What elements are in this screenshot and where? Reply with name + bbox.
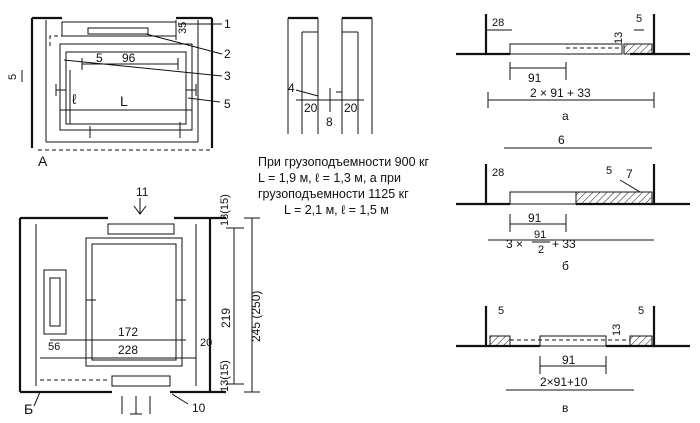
- sa-door: [509, 43, 623, 55]
- sub-label-b: б: [562, 259, 569, 273]
- label-l: ℓ: [72, 91, 77, 107]
- note-block: При грузоподъемности 900 кг L = 1,9 м, ℓ…: [258, 155, 429, 217]
- sub-label-v: в: [562, 401, 568, 415]
- sb-formula-den: 2: [538, 244, 544, 256]
- note-line-2: L = 1,9 м, ℓ = 1,3 м, а при: [258, 171, 401, 185]
- b-cab-inner: [91, 243, 177, 361]
- sv-hatch-l: [489, 335, 511, 347]
- callout-1: 1: [224, 17, 231, 31]
- sv-5-left: 5: [498, 305, 504, 317]
- cab-inner-a: [65, 51, 187, 125]
- sb-formula-num: 91: [534, 229, 546, 241]
- sb-formula-post: + 33: [552, 237, 576, 251]
- sa-formula: 2 × 91 + 33: [530, 86, 591, 100]
- section-a: 28 13 5 91 2 × 91 + 33 а: [456, 13, 690, 123]
- b-245-label: 245 (250): [249, 291, 263, 342]
- callout-3: 3: [224, 69, 231, 83]
- callout-5: 5: [224, 97, 231, 111]
- figure-label-a: А: [38, 153, 48, 169]
- b-arrow-11-head: [133, 205, 147, 215]
- b-219-label: 219: [219, 308, 233, 328]
- guide-dash-a: [49, 35, 64, 46]
- sa-91-label: 91: [528, 71, 542, 85]
- side-detail: 4 20 20 8: [287, 16, 373, 134]
- cab-outline-a: [59, 43, 193, 131]
- leader-3: [63, 59, 223, 77]
- dim-96-label: 96: [122, 51, 136, 65]
- b-counterweight: [43, 269, 67, 335]
- sb-formula-pre: 3 ×: [506, 237, 523, 251]
- b-172-label: 172: [118, 325, 138, 339]
- callout-10: 10: [192, 401, 206, 415]
- sv-5-right: 5: [638, 305, 644, 317]
- sub-label-a: а: [562, 109, 569, 123]
- callout-2: 2: [224, 47, 231, 61]
- sa-28-label: 28: [492, 17, 504, 29]
- leader-10: [171, 393, 189, 405]
- plan-b: 172 228 56 20 219 245 (250) 13(15) 13(15…: [18, 185, 263, 417]
- leader-2: [145, 33, 223, 55]
- dim-5-left-label: 5: [7, 74, 19, 80]
- callout-11: 11: [136, 185, 149, 199]
- plan-a: 96 5 35 L ℓ 5 1 2 3 5 А: [7, 16, 231, 169]
- sv-13: 13: [611, 324, 623, 336]
- sb-5-label: 5: [606, 165, 612, 177]
- sb-door: [509, 191, 577, 205]
- callout-6: 6: [558, 133, 565, 147]
- label-L: L: [120, 93, 128, 109]
- callout-4: 4: [288, 81, 295, 95]
- sa-13-label: 13: [613, 32, 625, 44]
- b-door-bottom: [111, 375, 171, 387]
- sv-91-label: 91: [562, 353, 576, 367]
- dim-20-right: 20: [344, 101, 358, 115]
- sb-hatch: [575, 191, 653, 205]
- sv-formula: 2×91+10: [540, 375, 588, 389]
- dim-5-label: 5: [96, 51, 103, 65]
- section-b: 6 7 28 5 91 3 × 91 2 + 33 б: [456, 133, 690, 273]
- b-56-label: 56: [48, 341, 60, 353]
- note-line-3: грузоподъемности 1125 кг: [258, 187, 409, 201]
- sa-hatch: [623, 43, 653, 55]
- leader-5: [187, 97, 221, 103]
- sb-91-label: 91: [528, 211, 542, 225]
- sb-28-label: 28: [492, 167, 504, 179]
- sv-hatch-r: [629, 335, 653, 347]
- leader-7: [619, 179, 641, 193]
- dim-35-label: 35: [177, 22, 189, 34]
- b-leader-b: [33, 391, 41, 407]
- b-228-label: 228: [118, 343, 138, 357]
- dim-20-left: 20: [304, 101, 318, 115]
- figure-label-b: Б: [24, 401, 33, 417]
- b-13-top: 13(15): [219, 194, 231, 226]
- b-counterweight-inner: [49, 277, 61, 327]
- note-line-1: При грузоподъемности 900 кг: [258, 155, 429, 169]
- sv-door: [539, 335, 607, 347]
- sa-5-label: 5: [636, 13, 642, 25]
- b-door-top: [107, 223, 175, 235]
- callout-7: 7: [626, 167, 633, 181]
- leader-4: [295, 89, 319, 97]
- door-panel-a: [87, 27, 149, 35]
- section-v: 5 5 13 91 2×91+10 в: [456, 305, 690, 415]
- b-cab: [85, 237, 183, 367]
- b-20-label: 20: [200, 337, 212, 349]
- b-13-bot: 13(15): [219, 360, 231, 392]
- note-line-4: L = 2,1 м, ℓ = 1,5 м: [284, 203, 389, 217]
- dim-8: 8: [326, 115, 333, 129]
